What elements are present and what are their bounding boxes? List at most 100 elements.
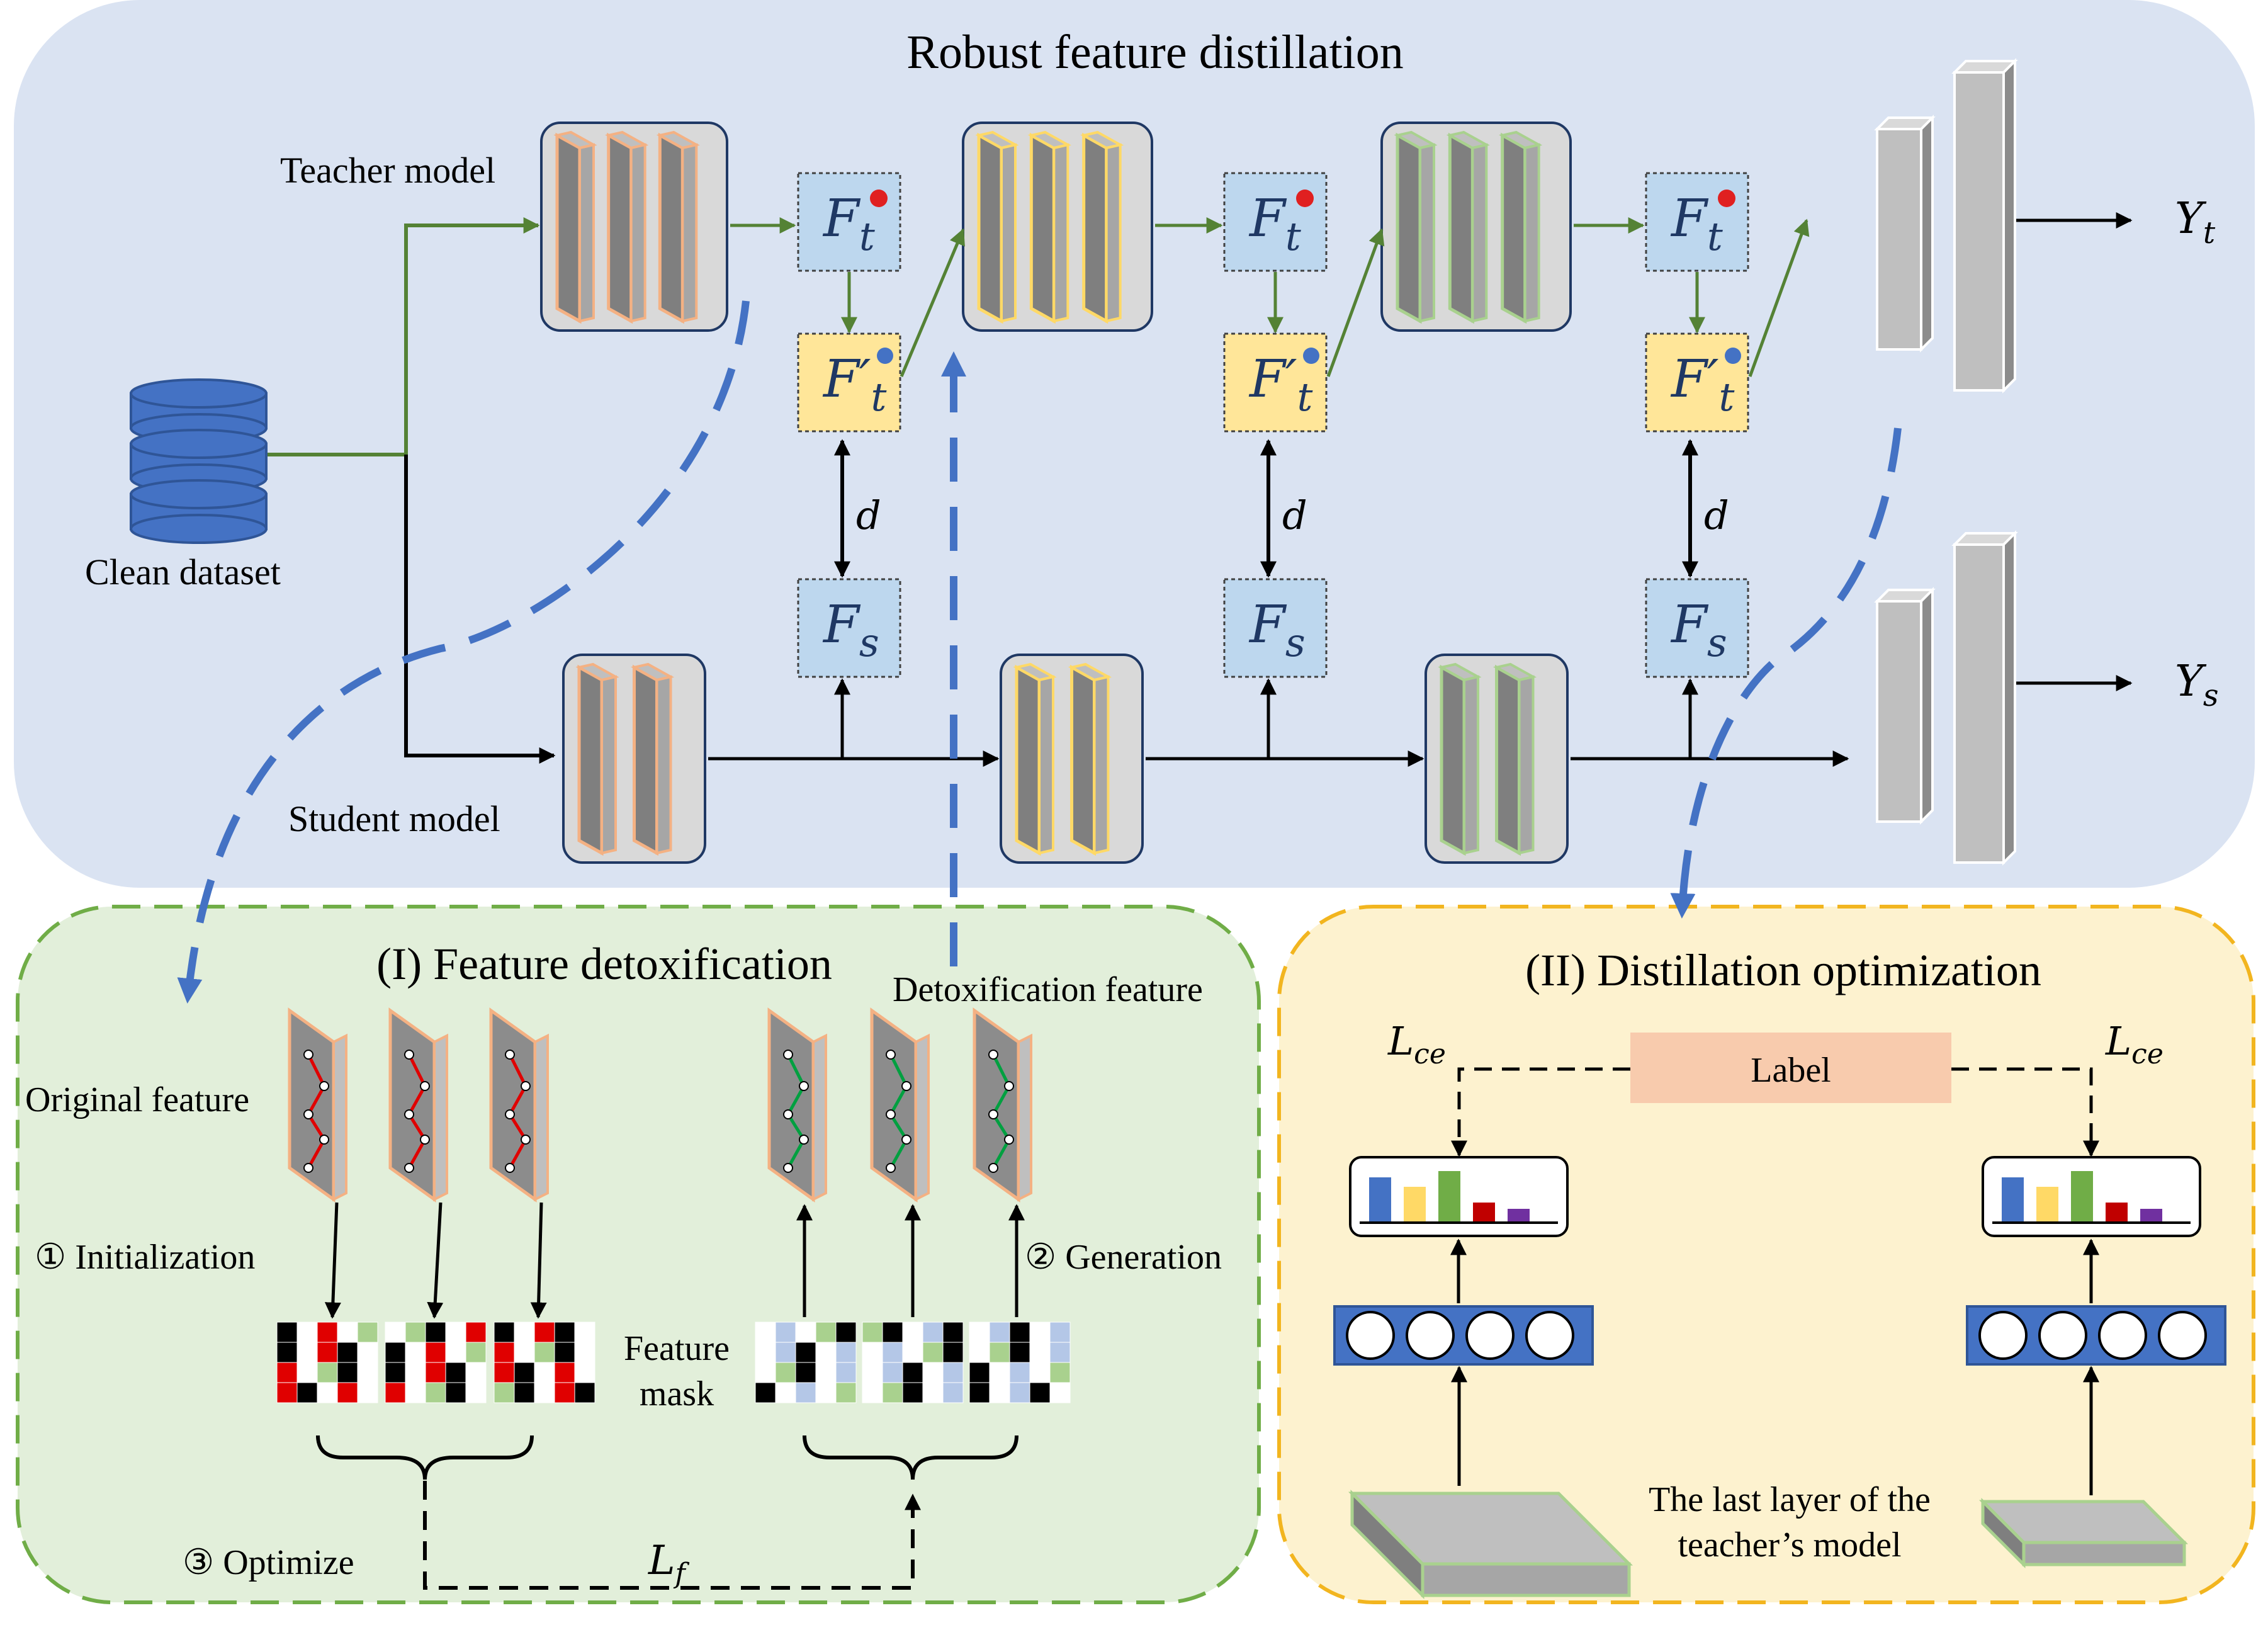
clean-dataset-label: Clean dataset [85, 552, 281, 592]
feature-slab [1394, 130, 1438, 324]
mask-cell [405, 1342, 426, 1363]
prediction-bar [1404, 1187, 1426, 1221]
svg-text:Ys: Ys [2175, 657, 2219, 713]
slab-front [1440, 664, 1466, 856]
smile-face-icon [1725, 348, 1741, 364]
neuron [1346, 1311, 1395, 1360]
mask-cell [357, 1362, 378, 1383]
mask-cell [755, 1362, 776, 1383]
mask-cell [815, 1382, 837, 1403]
mask-cell [969, 1382, 990, 1403]
slab-side [1419, 143, 1435, 323]
feature-slab [1438, 662, 1482, 856]
mask-cell [494, 1322, 515, 1343]
slab-front [555, 132, 582, 324]
original-feature-1 [288, 1007, 347, 1203]
mask-cell [425, 1362, 446, 1383]
prediction-bar [1473, 1203, 1495, 1221]
feature-node [1004, 1081, 1014, 1091]
neuron [2038, 1311, 2087, 1360]
mask-cell [862, 1362, 883, 1383]
mask-cell [514, 1322, 535, 1343]
feature-slab [1446, 130, 1490, 324]
feature-map-side [332, 1033, 347, 1202]
feature-node [420, 1081, 430, 1091]
mask-cell [554, 1342, 575, 1363]
slab-front [658, 132, 684, 324]
feature-slab [1499, 130, 1543, 324]
mask-cell [385, 1382, 406, 1403]
bar-side [1920, 115, 1934, 353]
feature-slab [575, 662, 619, 856]
lf-dashed-loop [423, 1481, 921, 1590]
mask-cell [1029, 1362, 1051, 1383]
mask-cell [465, 1362, 487, 1383]
mask-cell [425, 1382, 446, 1403]
detoxified-feature-box-1: F′t [797, 332, 901, 433]
mask-cell [755, 1322, 776, 1343]
mask-cell [574, 1322, 595, 1343]
flow-arrow [900, 228, 965, 377]
smile-face-icon [1303, 348, 1319, 364]
detox-braces [316, 1435, 1018, 1480]
feature-map-side [534, 1033, 549, 1202]
mask-cell [494, 1382, 515, 1403]
devil-face-icon [1296, 190, 1314, 207]
mask-cell [775, 1342, 796, 1363]
mask-cell [1009, 1382, 1030, 1403]
mask-cell [922, 1322, 944, 1343]
feature-symbol: F′t [1248, 349, 1313, 420]
feature-node [886, 1163, 896, 1173]
mask-cell [554, 1322, 575, 1343]
label-box [1630, 1033, 1951, 1103]
mask-cell [902, 1322, 923, 1343]
slab-side [1093, 675, 1110, 855]
mask-cell [1049, 1362, 1071, 1383]
mask-cell [337, 1362, 358, 1383]
mask-cell [337, 1322, 358, 1343]
slab-side [578, 143, 595, 323]
mask-cell [882, 1362, 903, 1383]
feature-map-side [812, 1033, 827, 1202]
generation-label: ② Generation [1025, 1238, 1222, 1277]
label-dashed-arrows [1451, 1067, 2099, 1157]
prediction-bar [1508, 1209, 1530, 1221]
feature-node [404, 1109, 414, 1119]
feature-node [319, 1081, 329, 1091]
feature-node [505, 1163, 515, 1173]
mask-cell [385, 1322, 406, 1343]
distance-label: d [1704, 492, 1729, 538]
teacher-feature-box-3: Ft [1645, 172, 1749, 272]
mask-cell [554, 1362, 575, 1383]
mask-cell [942, 1382, 964, 1403]
bar-front [1953, 71, 2005, 392]
database-icon [130, 378, 268, 544]
feature-node [901, 1135, 911, 1145]
output-teacher: Yt [2175, 194, 2216, 251]
mask-cell [465, 1322, 487, 1343]
original-feature-3 [489, 1007, 549, 1203]
mask-cell [425, 1342, 446, 1363]
feature-node [303, 1050, 313, 1060]
mask-cell [775, 1322, 796, 1343]
bar-side [2002, 530, 2016, 866]
mask-cell [1029, 1322, 1051, 1343]
mask-cell [902, 1382, 923, 1403]
feature-node [404, 1163, 414, 1173]
mask-cell [989, 1342, 1010, 1363]
feature-node [988, 1109, 998, 1119]
mask-cell [922, 1362, 944, 1383]
slab-front [1495, 664, 1521, 856]
mask-cell [969, 1342, 990, 1363]
feature-node [404, 1050, 414, 1060]
mask-cell [357, 1342, 378, 1363]
feature-node [319, 1135, 329, 1145]
mask-cell [815, 1322, 837, 1343]
mask-cell [942, 1362, 964, 1383]
mask-cell [465, 1382, 487, 1403]
plate-front [1421, 1562, 1631, 1597]
mask-cell [989, 1382, 1010, 1403]
flow-arrows [708, 212, 2133, 767]
